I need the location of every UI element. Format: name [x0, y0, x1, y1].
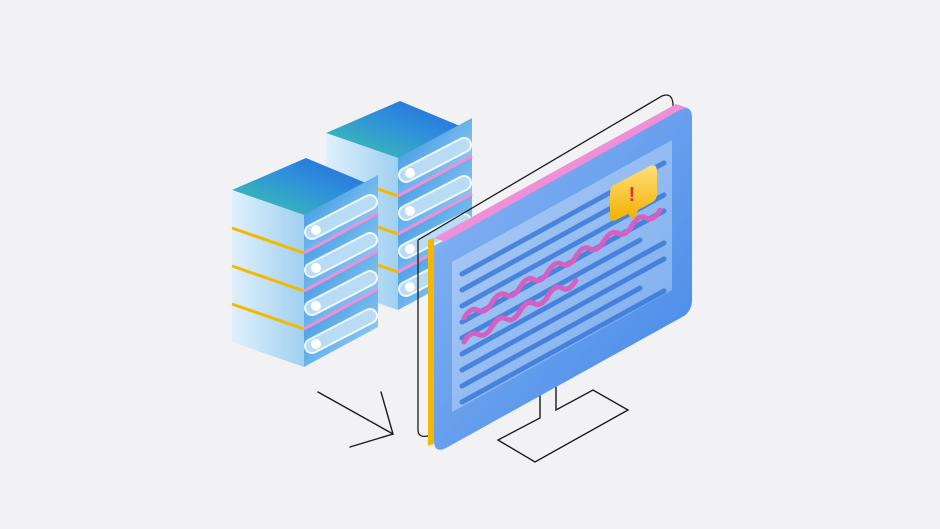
server-led-icon: [405, 168, 415, 178]
screen-text-line: [459, 285, 643, 389]
alert-bubble: !: [610, 165, 657, 221]
server-separator-yellow: [231, 226, 305, 255]
server-drive-slot-inner: [306, 310, 376, 352]
monitor-outline-frame: [417, 94, 674, 438]
error-wave: [461, 277, 579, 345]
server-separator-pink: [303, 211, 379, 255]
server-led-icon: [311, 263, 321, 273]
monitor-stand: [496, 376, 630, 463]
server-separator-pink: [397, 154, 473, 198]
server-unit-front: [326, 133, 398, 196]
server-drive-slot-inner: [400, 215, 470, 257]
server-unit-front: [232, 304, 304, 367]
server-led-icon: [311, 339, 321, 349]
monitor: !: [417, 94, 692, 463]
server-separator-pink: [303, 249, 379, 293]
arrow-icon: [317, 391, 394, 448]
error-wave: [461, 207, 663, 321]
server-separator-yellow: [231, 264, 305, 293]
server-unit-front: [232, 190, 304, 253]
server-separator-pink: [397, 192, 473, 236]
server-drive-slot-inner: [306, 272, 376, 314]
screen-text-line: [459, 256, 667, 373]
server-drive-slot-inner: [306, 196, 376, 238]
server-drive-slot-inner: [306, 234, 376, 276]
server-led-icon: [405, 282, 415, 292]
server-separator-yellow: [231, 302, 305, 331]
server-led-icon: [311, 225, 321, 235]
monitor-top-edge: [434, 104, 688, 242]
server-drive-slot-inner: [400, 139, 470, 181]
screen-text-line: [459, 288, 667, 405]
server-led-icon: [405, 244, 415, 254]
exclamation-icon: !: [629, 184, 636, 206]
screen-text-line: [459, 240, 667, 357]
server-led-icon: [405, 206, 415, 216]
server-led-icon: [311, 301, 321, 311]
server-stack-front: [231, 158, 379, 367]
monitor-side-edge: [428, 238, 434, 446]
server-separator-pink: [303, 287, 379, 331]
server-drive-slot-inner: [400, 177, 470, 219]
server-unit-front: [232, 266, 304, 329]
screen-error-lines: [461, 207, 663, 345]
server-unit-front: [232, 228, 304, 291]
